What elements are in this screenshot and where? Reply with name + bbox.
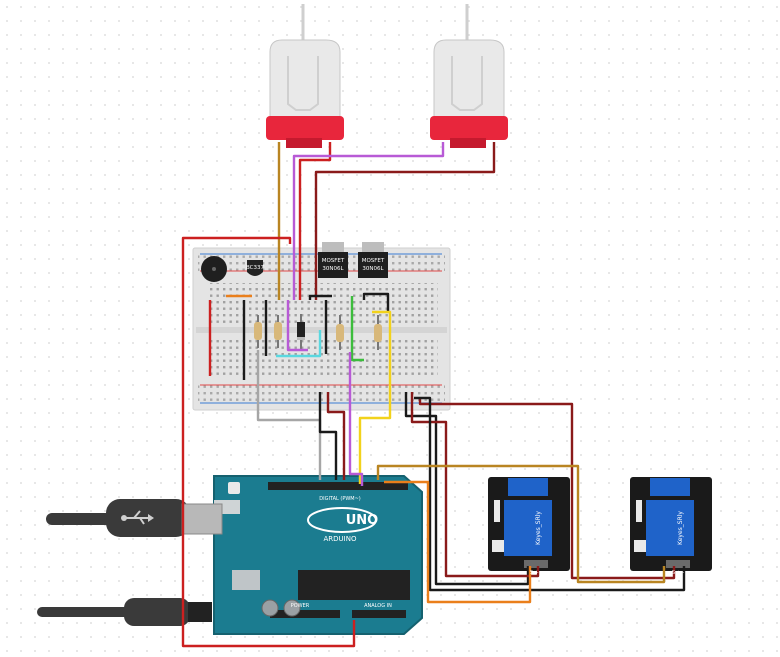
relay-module-2 <box>630 477 712 571</box>
arduino-analog-label: ANALOG IN <box>364 603 392 609</box>
dc-motor-left <box>266 4 344 148</box>
wire-relay2-vcc <box>418 398 676 580</box>
wire-motor-right-purple <box>292 142 445 300</box>
breadboard-bottom-rail <box>198 384 445 404</box>
digital-header <box>268 482 408 490</box>
wire-relay2-signal <box>376 464 666 584</box>
relay-module-1 <box>488 477 570 571</box>
wire-gray <box>256 350 322 480</box>
resistor-4 <box>374 315 382 350</box>
resistor-2 <box>274 315 282 348</box>
labels: BC337 MOSFET 30N06L MOSFET 30N06L ARDUIN… <box>246 258 684 609</box>
mosfet-1-label-2: 30N06L <box>322 266 344 272</box>
resistor-3 <box>336 315 344 350</box>
relay-2-brand: Keyes_SRly <box>677 511 684 545</box>
wire-black-to-arduino-1 <box>318 392 338 480</box>
relay-1-brand: Keyes_SRly <box>535 511 542 545</box>
wire-bb-purple <box>286 300 308 352</box>
relay-2-pin-label: S + - <box>672 570 685 576</box>
wire-bb-black-3 <box>308 294 332 300</box>
usb-cable <box>46 499 223 537</box>
wires <box>181 142 686 648</box>
wire-relay1-signal <box>384 480 532 604</box>
arduino-logo-text: ARDUINO <box>324 535 357 543</box>
power-jack-cable <box>37 598 212 626</box>
mosfet-1-label-1: MOSFET <box>322 258 345 264</box>
relay-1-pin-label: S + - <box>530 570 543 576</box>
wire-yellow <box>358 310 392 484</box>
wire-darkred-to-arduino <box>326 392 346 480</box>
wire-bb-black-5 <box>362 292 390 312</box>
diode <box>297 314 305 350</box>
mosfet-2-label-1: MOSFET <box>362 258 385 264</box>
breadboard-lower-holes <box>210 336 438 378</box>
wire-motor-left-red <box>298 142 332 300</box>
wire-relay1-gnd <box>404 392 530 586</box>
mosfet-2-label-2: 30N06L <box>362 266 384 272</box>
resistor-1 <box>254 315 262 348</box>
wire-power-loop-red <box>181 236 356 648</box>
dc-motor-right <box>430 4 508 148</box>
atmega-chip <box>298 570 410 600</box>
arduino-digital-label: DIGITAL (PWM~) <box>319 496 361 502</box>
breadboard-upper-holes <box>210 283 438 325</box>
buzzer-icon <box>212 267 216 271</box>
wire-bb-cyan <box>276 330 322 358</box>
wire-purple-to-arduino <box>348 352 364 486</box>
power-header <box>270 610 340 618</box>
buzzer <box>201 256 227 282</box>
mosfet-1 <box>318 242 348 278</box>
wire-relay2-gnd <box>414 396 686 592</box>
wire-bb-green <box>350 296 364 362</box>
arduino-model-text: UNO <box>346 513 379 528</box>
wire-relay1-vcc <box>410 392 540 578</box>
transistor-label: BC337 <box>246 265 265 271</box>
arduino-uno-board <box>213 475 423 635</box>
mosfet-2 <box>358 242 388 278</box>
analog-header <box>352 610 406 618</box>
wire-motor-right-darkred <box>314 142 496 300</box>
bc337-transistor <box>247 260 263 276</box>
usb-icon <box>121 510 154 525</box>
arduino-power-label: POWER <box>291 603 310 609</box>
